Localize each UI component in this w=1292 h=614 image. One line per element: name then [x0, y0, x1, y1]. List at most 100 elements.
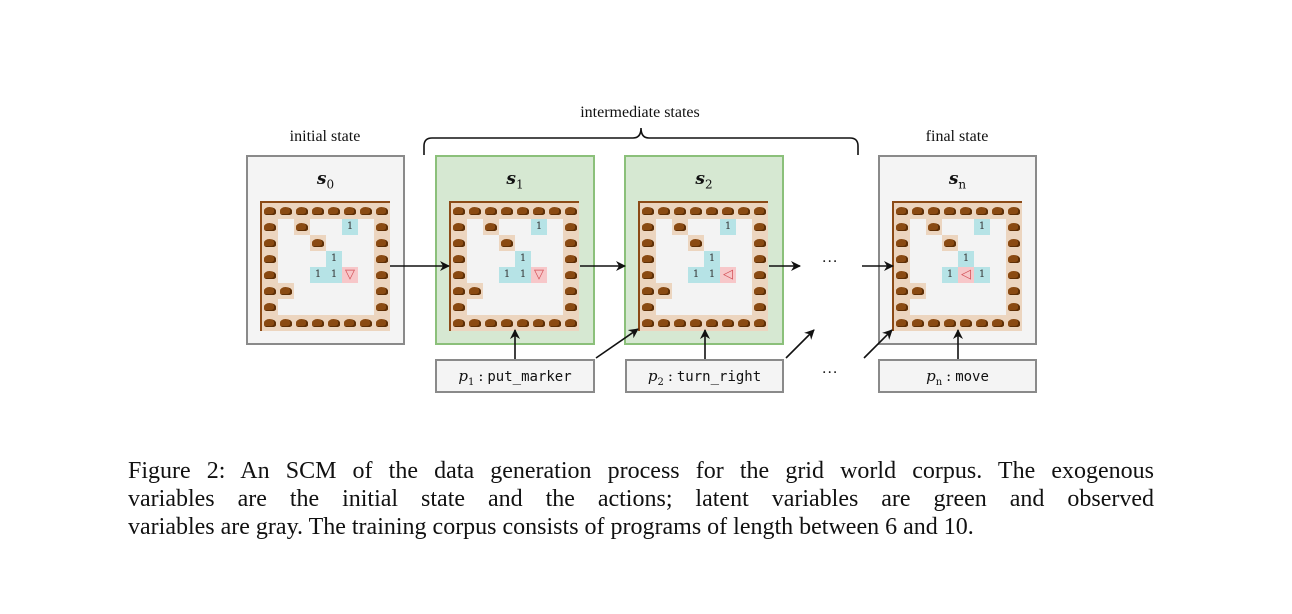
marker-cell: 1: [958, 251, 974, 267]
wall-cell: [640, 219, 656, 235]
marker-cell: 1: [974, 267, 990, 283]
marker-cell: 1: [310, 267, 326, 283]
wall-cell: [640, 283, 656, 299]
marker-cell: 1: [515, 267, 531, 283]
wall-cell: [704, 315, 720, 331]
marker-cell: 1: [499, 267, 515, 283]
wall-cell: [640, 203, 656, 219]
wall-cell: [752, 299, 768, 315]
program-p2: p2:turn_right: [625, 359, 784, 393]
scm-figure: initial state intermediate states final …: [246, 104, 1037, 393]
wall-cell: [326, 203, 342, 219]
wall-cell: [688, 235, 704, 251]
program-pn: pn:move: [878, 359, 1037, 393]
wall-cell: [672, 219, 688, 235]
marker-cell: 1: [326, 251, 342, 267]
wall-cell: [451, 235, 467, 251]
wall-cell: [656, 203, 672, 219]
intermediate-states-label: intermediate states: [580, 104, 700, 121]
wall-cell: [563, 299, 579, 315]
wall-cell: [1006, 251, 1022, 267]
wall-cell: [894, 299, 910, 315]
wall-cell: [942, 203, 958, 219]
wall-cell: [752, 251, 768, 267]
program-op: turn_right: [676, 369, 762, 385]
wall-cell: [278, 283, 294, 299]
wall-cell: [990, 315, 1006, 331]
wall-cell: [894, 219, 910, 235]
wall-cell: [374, 235, 390, 251]
wall-cell: [374, 203, 390, 219]
wall-cell: [262, 315, 278, 331]
marker-cell: 1: [342, 219, 358, 235]
wall-cell: [894, 283, 910, 299]
wall-cell: [451, 267, 467, 283]
wall-cell: [531, 203, 547, 219]
wall-cell: [1006, 299, 1022, 315]
wall-cell: [326, 315, 342, 331]
final-state-label: final state: [925, 128, 989, 145]
wall-cell: [563, 267, 579, 283]
wall-cell: [278, 315, 294, 331]
wall-cell: [342, 315, 358, 331]
wall-cell: [262, 235, 278, 251]
caption-line: variables are gray. The training corpus …: [128, 514, 974, 540]
wall-cell: [894, 267, 910, 283]
wall-cell: [974, 203, 990, 219]
wall-cell: [894, 235, 910, 251]
arrow-prev-sn: [863, 329, 893, 359]
wall-cell: [958, 203, 974, 219]
wall-cell: [926, 219, 942, 235]
marker-cell: 1: [704, 251, 720, 267]
caption-line: variables are the initial state and the …: [128, 486, 1154, 512]
wall-cell: [1006, 235, 1022, 251]
wall-cell: [451, 283, 467, 299]
wall-cell: [736, 315, 752, 331]
wall-cell: [262, 283, 278, 299]
wall-cell: [688, 315, 704, 331]
wall-cell: [752, 283, 768, 299]
wall-cell: [752, 235, 768, 251]
marker-cell: 1: [326, 267, 342, 283]
wall-cell: [942, 235, 958, 251]
marker-cell: 1: [974, 219, 990, 235]
wall-cell: [451, 299, 467, 315]
wall-cell: [262, 219, 278, 235]
wall-cell: [342, 203, 358, 219]
agent-left-icon: ◁: [720, 267, 736, 283]
wall-cell: [563, 219, 579, 235]
wall-cell: [294, 203, 310, 219]
wall-cell: [374, 219, 390, 235]
agent-down-icon: ▽: [531, 267, 547, 283]
wall-cell: [672, 315, 688, 331]
marker-cell: 1: [704, 267, 720, 283]
wall-cell: [752, 267, 768, 283]
wall-cell: [910, 203, 926, 219]
wall-cell: [563, 251, 579, 267]
wall-cell: [640, 251, 656, 267]
program-p1: p1:put_marker: [435, 359, 595, 393]
wall-cell: [563, 235, 579, 251]
agent-left-icon: ◁: [958, 267, 974, 283]
wall-cell: [483, 203, 499, 219]
wall-cell: [640, 267, 656, 283]
wall-cell: [563, 283, 579, 299]
arrow-p1-s2: [595, 328, 639, 359]
wall-cell: [1006, 315, 1022, 331]
wall-cell: [1006, 283, 1022, 299]
wall-cell: [704, 203, 720, 219]
wall-cell: [974, 315, 990, 331]
wall-cell: [640, 315, 656, 331]
wall-cell: [374, 251, 390, 267]
wall-cell: [531, 315, 547, 331]
wall-cell: [310, 315, 326, 331]
wall-cell: [467, 283, 483, 299]
wall-cell: [262, 203, 278, 219]
wall-cell: [910, 315, 926, 331]
wall-cell: [672, 203, 688, 219]
intermediate-brace: [423, 127, 859, 155]
